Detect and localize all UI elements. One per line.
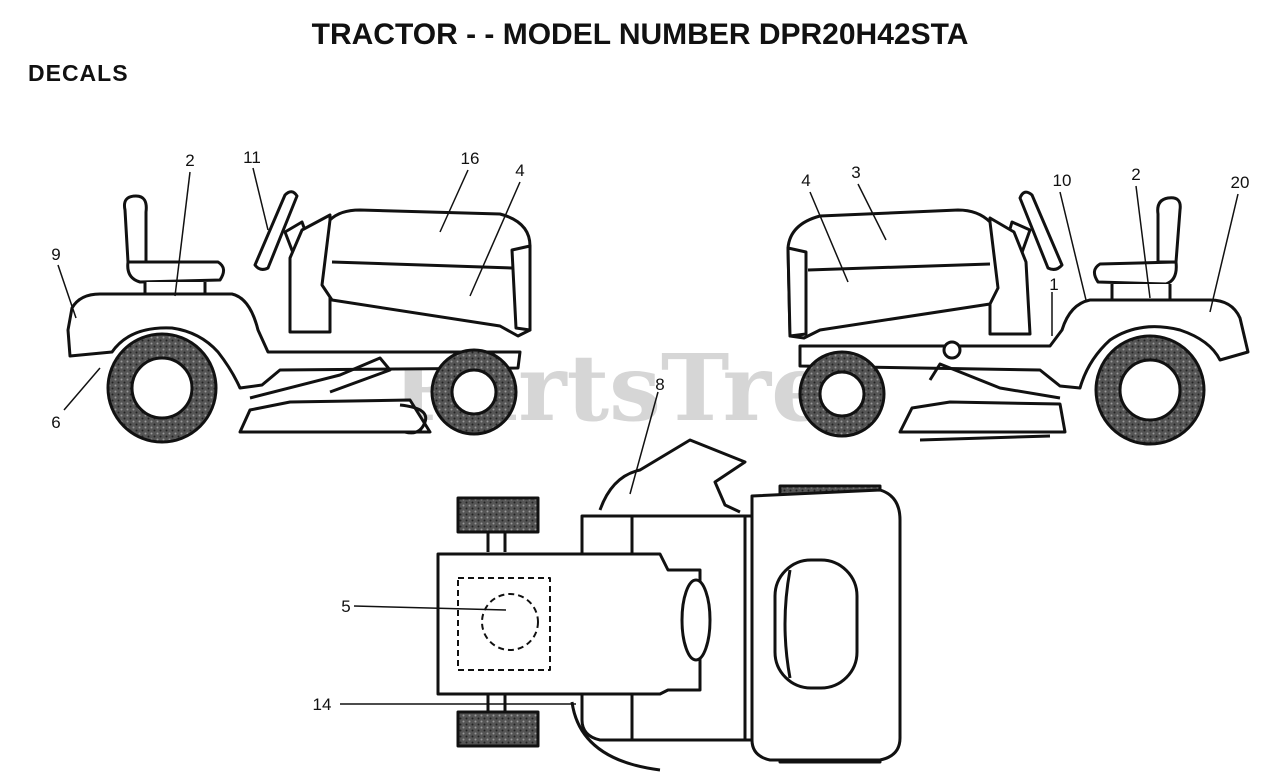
callout-8: 8 <box>655 375 664 394</box>
left-callouts: 2 11 16 4 9 6 <box>51 148 524 432</box>
lift-knob <box>942 340 962 360</box>
callout-14: 14 <box>313 695 332 714</box>
right-leader-lines <box>809 183 1239 336</box>
callout-11: 11 <box>243 148 261 167</box>
callout-16: 16 <box>461 149 480 168</box>
tank-cap <box>680 578 712 662</box>
rear-body <box>798 298 1250 390</box>
seat-decal-circle <box>481 593 539 651</box>
tractor-left-side-view <box>66 190 532 444</box>
grille <box>786 246 808 338</box>
deck-lift <box>928 362 1061 400</box>
seat-base <box>1110 284 1172 302</box>
seat-cushion <box>1093 260 1178 286</box>
steering-wheel <box>253 190 299 271</box>
top-leader-lines <box>340 391 659 705</box>
front-wheel-rim <box>450 368 498 416</box>
seat-cushion <box>126 260 225 284</box>
callout-3: 3 <box>851 163 860 182</box>
tractor-top-view <box>436 438 902 772</box>
steering-area <box>598 438 747 514</box>
rear-wheel-rim <box>130 356 194 420</box>
callout-20: 20 <box>1231 173 1250 192</box>
deck-plate <box>919 434 1051 442</box>
rear-body <box>66 292 522 390</box>
callout-10: 10 <box>1053 171 1072 190</box>
rear-wheel-rim <box>1118 358 1182 422</box>
left-leader-lines <box>57 167 521 411</box>
grille <box>510 244 532 332</box>
deck-lift <box>249 356 392 400</box>
callout-6: 6 <box>51 413 60 432</box>
seat-top <box>436 552 702 696</box>
section-title: DECALS <box>28 60 129 86</box>
seat-decal-outline <box>457 577 551 671</box>
hood <box>786 208 1000 340</box>
callout-1: 1 <box>1049 275 1058 294</box>
hood-line <box>807 262 991 272</box>
mower-deck <box>238 398 432 434</box>
fender-arc <box>570 701 661 772</box>
mower-deck <box>898 400 1067 434</box>
hood <box>320 208 532 338</box>
hood-grille-top <box>773 558 859 690</box>
rear-tire-top <box>456 496 540 534</box>
deck-chute <box>399 403 428 435</box>
callout-4: 4 <box>801 171 810 190</box>
top-callouts: 8 5 14 <box>313 375 665 714</box>
callout-5: 5 <box>341 597 350 616</box>
rear-tire-bottom <box>456 710 540 748</box>
steering-wheel <box>1018 190 1064 271</box>
callout-4: 4 <box>515 161 524 180</box>
seat-back <box>123 194 148 264</box>
callout-2: 2 <box>185 151 194 170</box>
callout-2: 2 <box>1131 165 1140 184</box>
callout-9: 9 <box>51 245 60 264</box>
front-wheel-rim <box>818 370 866 418</box>
seat-back <box>1156 196 1182 264</box>
tractor-right-side-view <box>786 190 1250 446</box>
right-callouts: 4 3 10 2 20 1 <box>801 163 1249 294</box>
page-title: TRACTOR - - MODEL NUMBER DPR20H42STA <box>311 18 969 51</box>
